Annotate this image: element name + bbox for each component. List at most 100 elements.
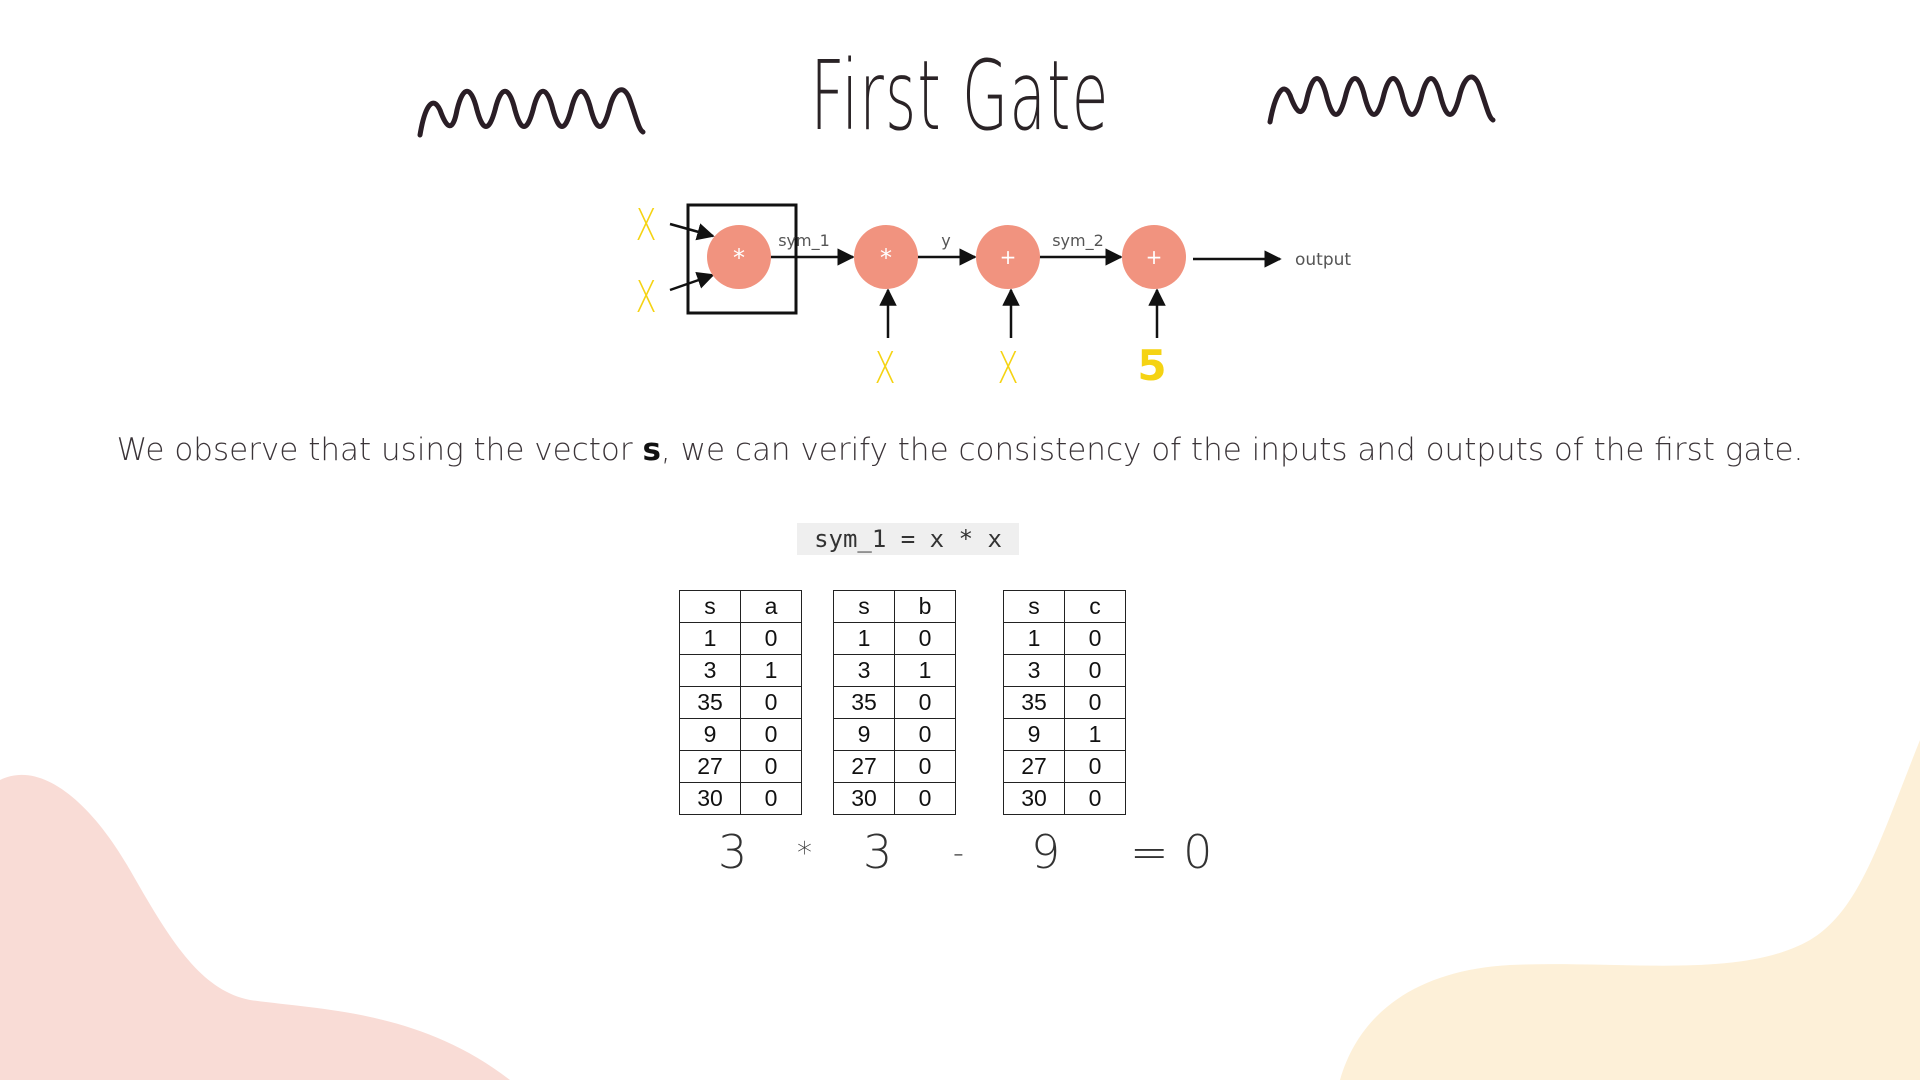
table-cell: 0 bbox=[740, 686, 802, 719]
table-cell: 27 bbox=[833, 750, 895, 783]
table-cell: 3 bbox=[679, 654, 741, 687]
table-cell: 1 bbox=[894, 654, 956, 687]
input-x-top: X bbox=[635, 199, 656, 250]
table-cell: 0 bbox=[740, 782, 802, 815]
explanation-text-before: We observe that using the vector bbox=[116, 432, 643, 468]
table-cell: 0 bbox=[740, 622, 802, 655]
squiggle-decoration-right bbox=[1267, 74, 1496, 125]
gate-2-symbol: * bbox=[880, 244, 892, 272]
table-cell: 1 bbox=[740, 654, 802, 687]
gate-4-symbol: + bbox=[1146, 245, 1163, 269]
squiggle-decoration-left bbox=[417, 87, 646, 138]
table-cell: 1 bbox=[1064, 718, 1126, 751]
input-x-gate3: X bbox=[997, 342, 1018, 390]
circuit-diagram: X X X X 5 * * + + sym_1 y sym_2 output bbox=[635, 199, 1351, 390]
edge-label-y: y bbox=[941, 231, 950, 250]
table-cell: 0 bbox=[894, 750, 956, 783]
equation-minus: - bbox=[953, 836, 964, 871]
table-cell: 9 bbox=[1003, 718, 1065, 751]
code-snippet: sym_1 = x * x bbox=[797, 523, 1019, 555]
table-cell: 3 bbox=[833, 654, 895, 687]
equation-c-value: 9 bbox=[1031, 825, 1061, 879]
page-title: First Gate bbox=[810, 40, 1110, 152]
equation-times: * bbox=[797, 836, 812, 871]
arrow-x-top-to-gate1 bbox=[669, 222, 715, 241]
table-cell: 0 bbox=[1064, 654, 1126, 687]
table-cell: 0 bbox=[1064, 622, 1126, 655]
table-cell: 0 bbox=[740, 750, 802, 783]
table-cell: 0 bbox=[894, 686, 956, 719]
table-cell: 1 bbox=[833, 622, 895, 655]
table-cell: 35 bbox=[679, 686, 741, 719]
table-cell: 3 bbox=[1003, 654, 1065, 687]
edge-label-sym1: sym_1 bbox=[778, 231, 830, 251]
input-x-bottom: X bbox=[635, 271, 656, 322]
table-cell: 27 bbox=[1003, 750, 1065, 783]
table-header-cell: c bbox=[1064, 590, 1126, 623]
arrow-x-bottom-to-gate1 bbox=[669, 271, 715, 292]
table-cell: 0 bbox=[1064, 750, 1126, 783]
equation-result: = 0 bbox=[1130, 825, 1213, 879]
gate-1-node bbox=[707, 225, 771, 289]
gate-2-node bbox=[854, 225, 918, 289]
table-header-cell: b bbox=[894, 590, 956, 623]
explanation-text-after: , we can verify the consistency of the i… bbox=[660, 432, 1804, 468]
first-gate-highlight-box bbox=[686, 203, 798, 315]
table-cell: 0 bbox=[894, 718, 956, 751]
table-header-cell: a bbox=[740, 590, 802, 623]
gate-4-node bbox=[1122, 225, 1186, 289]
table-header-cell: s bbox=[679, 590, 741, 623]
input-constant-5: 5 bbox=[1137, 341, 1166, 390]
decorative-blob-left bbox=[0, 774, 510, 1080]
equation-b-value: 3 bbox=[863, 825, 893, 879]
table-header-cell: s bbox=[1003, 590, 1065, 623]
edge-label-sym2: sym_2 bbox=[1052, 231, 1104, 251]
equation-a-value: 3 bbox=[718, 825, 748, 879]
table-cell: 1 bbox=[1003, 622, 1065, 655]
table-cell: 1 bbox=[679, 622, 741, 655]
table-cell: 0 bbox=[894, 782, 956, 815]
table-cell: 30 bbox=[1003, 782, 1065, 815]
table-cell: 0 bbox=[1064, 782, 1126, 815]
table-cell: 35 bbox=[1003, 686, 1065, 719]
gate-1-symbol: * bbox=[733, 244, 745, 272]
gate-3-node bbox=[976, 225, 1040, 289]
table-header-cell: s bbox=[833, 590, 895, 623]
output-label: output bbox=[1295, 250, 1351, 270]
table-cell: 27 bbox=[679, 750, 741, 783]
decorative-blob-right bbox=[1340, 740, 1920, 1080]
table-cell: 9 bbox=[833, 718, 895, 751]
table-cell: 30 bbox=[679, 782, 741, 815]
table-cell: 9 bbox=[679, 718, 741, 751]
gate-3-symbol: + bbox=[1000, 245, 1017, 269]
table-cell: 0 bbox=[894, 622, 956, 655]
vector-s-bold: s bbox=[642, 432, 661, 468]
explanation-text: We observe that using the vector s, we c… bbox=[0, 432, 1920, 468]
